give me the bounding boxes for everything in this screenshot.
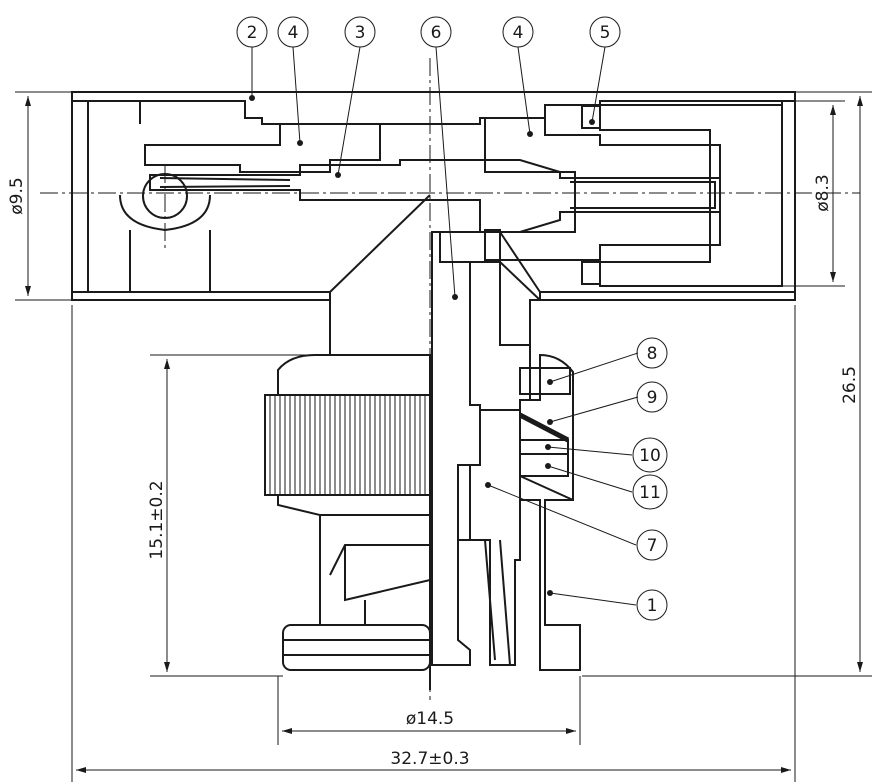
callout-11: 11 <box>632 474 668 510</box>
dim-right-diameter: ø8.3 <box>782 100 845 287</box>
knurling <box>269 395 426 495</box>
svg-text:15.1±0.2: 15.1±0.2 <box>147 480 167 559</box>
callout-2: 2 <box>236 16 268 48</box>
svg-text:9: 9 <box>647 388 658 408</box>
dim-overall-width: 32.7±0.3 <box>71 305 796 782</box>
svg-text:26.5: 26.5 <box>840 366 860 404</box>
svg-text:ø14.5: ø14.5 <box>406 709 454 729</box>
dim-left-diameter: ø9.5 <box>7 91 72 301</box>
callout-4-left: 4 <box>277 16 309 48</box>
svg-text:4: 4 <box>288 23 299 43</box>
svg-text:4: 4 <box>513 23 524 43</box>
svg-text:5: 5 <box>600 23 611 43</box>
leaders <box>249 46 639 606</box>
callout-7: 7 <box>636 529 668 561</box>
callout-1: 1 <box>636 589 668 621</box>
callout-3: 3 <box>344 16 376 48</box>
center-lines <box>40 58 860 700</box>
svg-text:7: 7 <box>647 536 658 556</box>
center-contact-horizontal <box>149 159 721 233</box>
callout-9: 9 <box>636 381 668 413</box>
svg-text:8: 8 <box>647 344 658 364</box>
svg-text:1: 1 <box>647 596 658 616</box>
svg-text:32.7±0.3: 32.7±0.3 <box>390 749 469 769</box>
callout-4-right: 4 <box>502 16 534 48</box>
svg-text:11: 11 <box>639 483 661 503</box>
callout-6: 6 <box>420 16 452 48</box>
svg-text:ø8.3: ø8.3 <box>813 174 833 211</box>
svg-text:6: 6 <box>431 23 442 43</box>
bnc-plug-section <box>458 345 581 671</box>
svg-text:2: 2 <box>247 23 258 43</box>
callout-5: 5 <box>589 16 621 48</box>
svg-text:ø9.5: ø9.5 <box>7 177 27 214</box>
insulator-right <box>484 117 721 261</box>
svg-text:10: 10 <box>639 446 661 466</box>
dim-overall-height: 26.5 <box>582 91 872 677</box>
insulator-left <box>144 123 381 173</box>
callout-8: 8 <box>636 337 668 369</box>
seal-ring <box>581 105 601 285</box>
stem-body <box>329 194 543 690</box>
bnc-plug-exterior <box>264 354 431 671</box>
dim-plug-diameter: ø14.5 <box>277 676 581 745</box>
svg-text:3: 3 <box>355 23 366 43</box>
dim-plug-height: 15.1±0.2 <box>147 354 330 677</box>
callout-10: 10 <box>632 437 668 473</box>
